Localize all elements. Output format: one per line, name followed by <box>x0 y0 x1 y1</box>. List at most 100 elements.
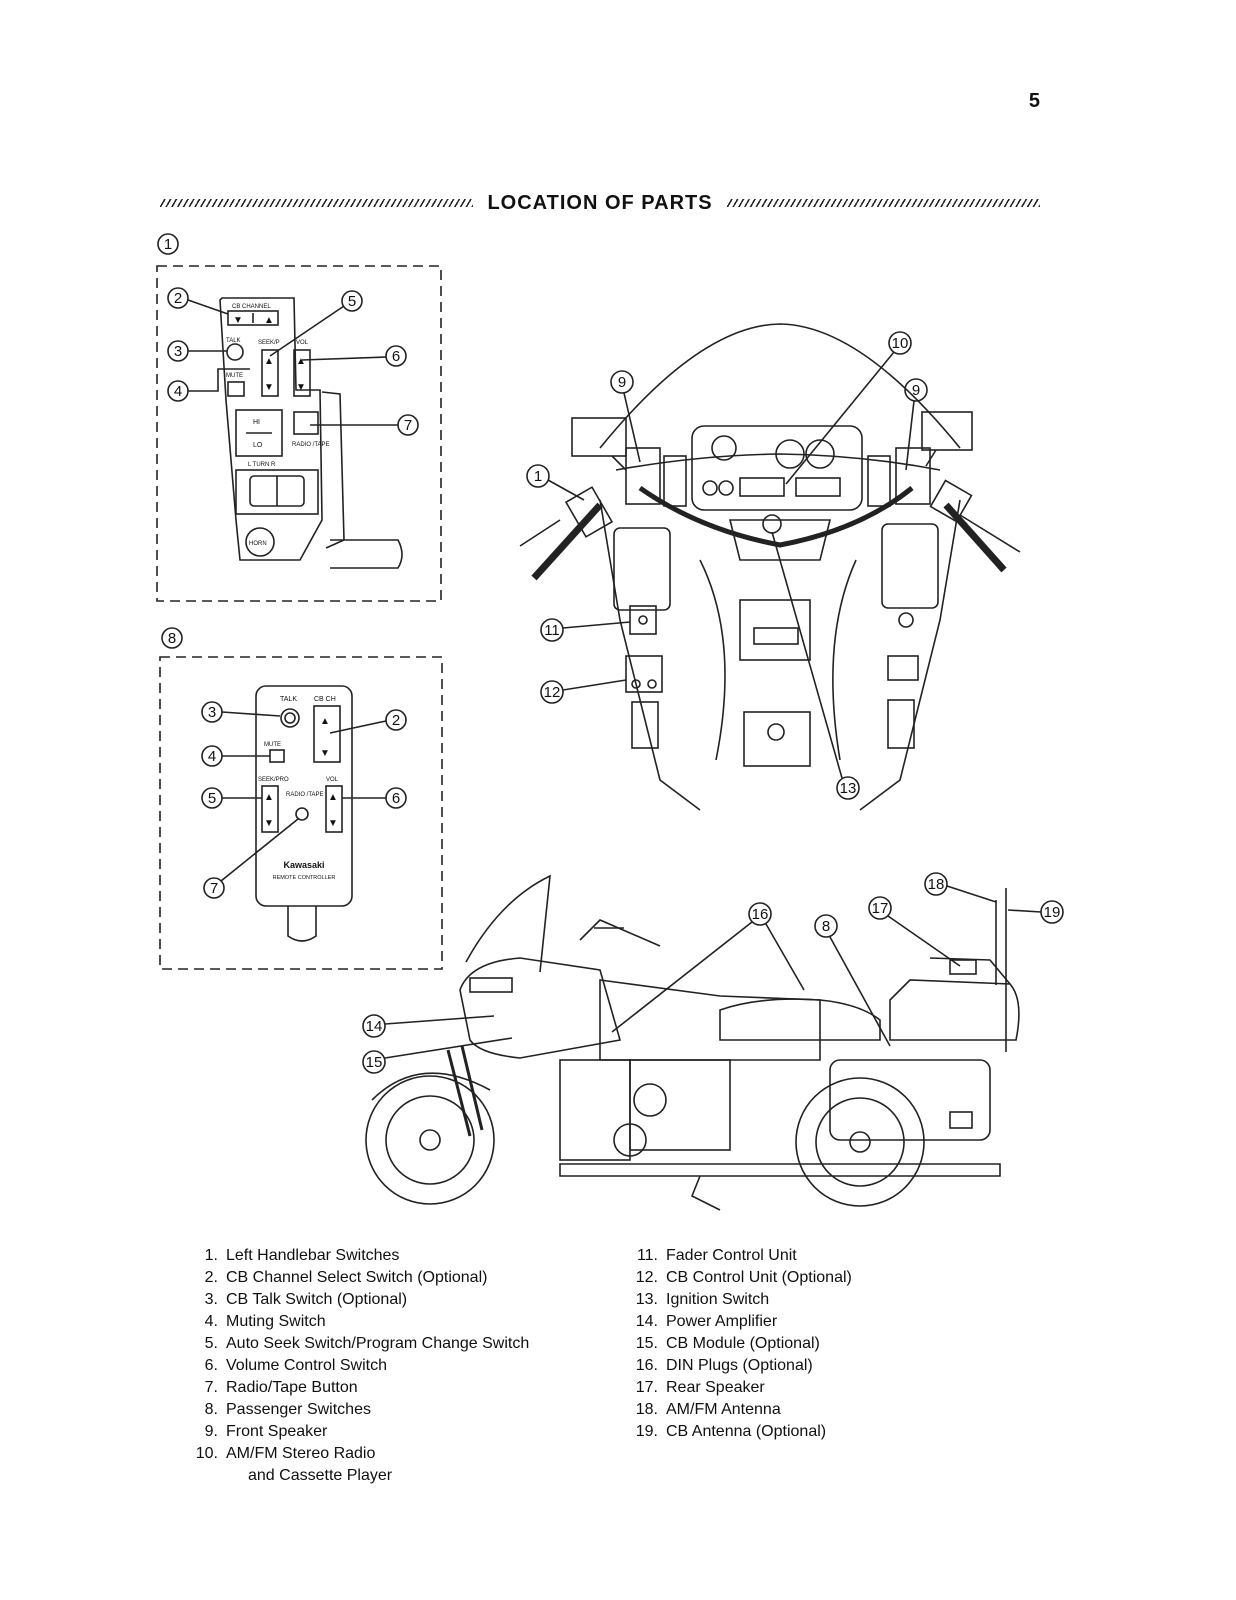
legend-item-text: Rear Speaker <box>666 1379 765 1396</box>
hi-lo-switch <box>235 409 283 457</box>
legend-item-text: CB Control Unit (Optional) <box>666 1269 852 1286</box>
legend-item-number: 14. <box>635 1313 658 1330</box>
callout-5: 5 <box>341 290 363 312</box>
svg-text:1: 1 <box>164 236 172 253</box>
mirror-left <box>571 417 627 457</box>
callout-2: 2 <box>167 287 189 309</box>
center-panel <box>743 711 811 767</box>
legend-item: 2. CB Channel Select Switch (Optional) <box>186 1267 606 1289</box>
label-turn: L TURN R <box>248 462 276 468</box>
legend-item-text: Auto Seek Switch/Program Change Switch <box>226 1335 530 1352</box>
legend-item-text: Passenger Switches <box>226 1401 371 1418</box>
legend-item-number: 15. <box>635 1335 658 1352</box>
svg-text:13: 13 <box>840 780 857 797</box>
front-speaker-left <box>625 447 661 505</box>
label-mute: MUTE <box>226 373 243 379</box>
svg-text:3: 3 <box>208 704 216 721</box>
mute-button <box>227 381 245 397</box>
cb-ch-switch <box>313 705 341 763</box>
legend-item: 19.CB Antenna (Optional) <box>626 1421 1046 1443</box>
svg-text:LO: LO <box>253 442 263 449</box>
legend-item-number: 13. <box>635 1291 658 1308</box>
svg-text:11: 11 <box>544 622 560 639</box>
exhaust <box>559 1163 1001 1177</box>
svg-text:8: 8 <box>822 918 830 935</box>
legend-item: 3.CB Talk Switch (Optional) <box>186 1289 606 1311</box>
section-header: LOCATION OF PARTS <box>160 190 1041 216</box>
legend-item: 13. Ignition Switch <box>626 1289 1046 1311</box>
legend-item-text: Ignition Switch <box>666 1291 770 1308</box>
callout-16: 16 <box>748 902 772 926</box>
seek-switch <box>261 349 279 397</box>
front-speaker-right <box>895 447 931 505</box>
legend-item: 5. Auto Seek Switch/Program Change Switch <box>186 1333 606 1355</box>
label-cb-channel: CB CHANNEL <box>232 304 271 310</box>
cb-control-unit <box>625 655 663 693</box>
callout-14: 14 <box>362 1014 386 1038</box>
parts-legend-right: 11. Fader Control Unit 12.CB Control Unit … <box>626 1245 1046 1443</box>
legend-item: 10.AM/FM Stereo Radio <box>186 1443 606 1465</box>
front-fender <box>371 1072 491 1101</box>
remote-controller-label: REMOTE CONTROLLER <box>273 875 336 881</box>
label-cb-ch: CB CH <box>314 696 336 703</box>
ignition-switch <box>762 514 782 534</box>
svg-text:▲: ▲ <box>296 356 306 367</box>
rear-trunk <box>889 979 1020 1041</box>
legend-item: 8.Passenger Switches <box>186 1399 606 1421</box>
parts-legend-left: 1.Left Handlebar Switches 2. CB Channel Se… <box>186 1245 606 1487</box>
legend-item: 1.Left Handlebar Switches <box>186 1245 606 1267</box>
fig8-dashed-frame <box>159 656 443 970</box>
label-vol-remote: VOL <box>326 777 339 783</box>
kawasaki-label: Kawasaki <box>283 860 324 870</box>
svg-text:16: 16 <box>752 906 769 923</box>
legend-item-text: Fader Control Unit <box>666 1247 797 1264</box>
callout-3: 3 <box>167 340 189 362</box>
fuel-tank <box>599 979 821 1061</box>
label-radio-tape: RADIO /TAPE <box>292 442 330 448</box>
svg-text:▲: ▲ <box>264 356 274 367</box>
fig1-dashed-frame <box>156 265 442 602</box>
right-pocket <box>881 523 939 609</box>
legend-item: 12.CB Control Unit (Optional) <box>626 1267 1046 1289</box>
switch-housing <box>219 297 323 561</box>
engine-cover <box>559 1059 631 1161</box>
svg-text:▼: ▼ <box>264 818 274 829</box>
cassette-compartment <box>739 599 811 661</box>
legend-item: 14. Power Amplifier <box>626 1311 1046 1333</box>
callout-1: 1 <box>157 233 179 255</box>
svg-text:▲: ▲ <box>320 716 330 727</box>
callout-4: 4 <box>167 380 189 402</box>
label-vol: VOL <box>296 340 309 346</box>
legend-item-number: 6. <box>204 1357 218 1374</box>
svg-text:1: 1 <box>534 468 542 485</box>
legend-item-number: 4. <box>204 1313 218 1330</box>
svg-text:10: 10 <box>892 335 909 352</box>
svg-text:2: 2 <box>392 712 400 729</box>
legend-item-number: 3. <box>204 1291 218 1308</box>
horn-button <box>245 527 275 557</box>
legend-item: 15.CB Module (Optional) <box>626 1333 1046 1355</box>
callout-12: 12 <box>540 680 564 704</box>
section-title: LOCATION OF PARTS <box>487 191 713 214</box>
callout-9-right: 9 <box>904 378 928 402</box>
legend-item-number: 17. <box>635 1379 658 1396</box>
legend-item: 7.Radio/Tape Button <box>186 1377 606 1399</box>
legend-item-number: 2. <box>204 1269 218 1286</box>
legend-item-text: CB Channel Select Switch (Optional) <box>226 1269 488 1286</box>
legend-item-number: 11. <box>636 1247 658 1264</box>
callout-10: 10 <box>888 331 912 355</box>
callout-6: 6 <box>385 345 407 367</box>
legend-item-number: 9. <box>204 1423 218 1440</box>
legend-item-text: Power Amplifier <box>666 1313 778 1330</box>
legend-item-number: 5. <box>204 1335 218 1352</box>
turn-signal-switch <box>235 469 319 515</box>
svg-text:9: 9 <box>912 382 920 399</box>
remote-controller-body <box>255 685 353 907</box>
label-seek-p: SEEK/P <box>258 340 280 346</box>
svg-text:5: 5 <box>208 790 216 807</box>
callout-17: 17 <box>868 896 892 920</box>
legend-item-text: AM/FM Antenna <box>666 1401 781 1418</box>
svg-text:HI: HI <box>253 419 260 426</box>
svg-text:17: 17 <box>872 900 889 917</box>
svg-text:▼: ▼ <box>328 818 338 829</box>
